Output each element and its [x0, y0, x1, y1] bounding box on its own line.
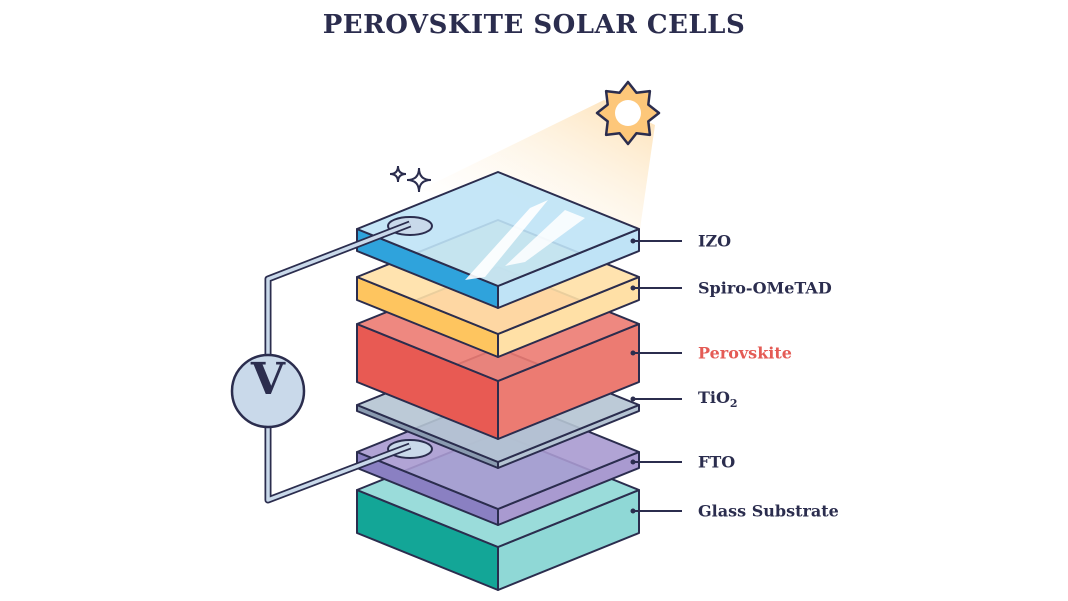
layer-top-face: [356, 171, 640, 287]
sparkle-icon: [389, 165, 407, 183]
voltmeter-label: V: [250, 354, 286, 405]
label-tio2: TiO2: [698, 388, 738, 410]
label-fto: FTO: [698, 452, 736, 472]
voltmeter-icon: [230, 353, 306, 429]
label-tio2-subscript: 2: [729, 397, 738, 411]
wire: [266, 222, 411, 502]
glare-stripe: [465, 200, 548, 280]
sparkle-icon: [406, 167, 432, 193]
label-izo: IZO: [698, 231, 732, 251]
sun-center: [615, 100, 641, 126]
label-perovskite: Perovskite: [698, 343, 792, 363]
label-spiro-ometad: Spiro-OMeTAD: [698, 278, 832, 298]
glare-stripe: [505, 210, 585, 266]
page-title: PEROVSKITE SOLAR CELLS: [322, 10, 746, 40]
label-tio2-text: TiO: [698, 387, 730, 407]
label-glass-substrate: Glass Substrate: [698, 501, 839, 521]
layer-izo: [356, 171, 682, 309]
